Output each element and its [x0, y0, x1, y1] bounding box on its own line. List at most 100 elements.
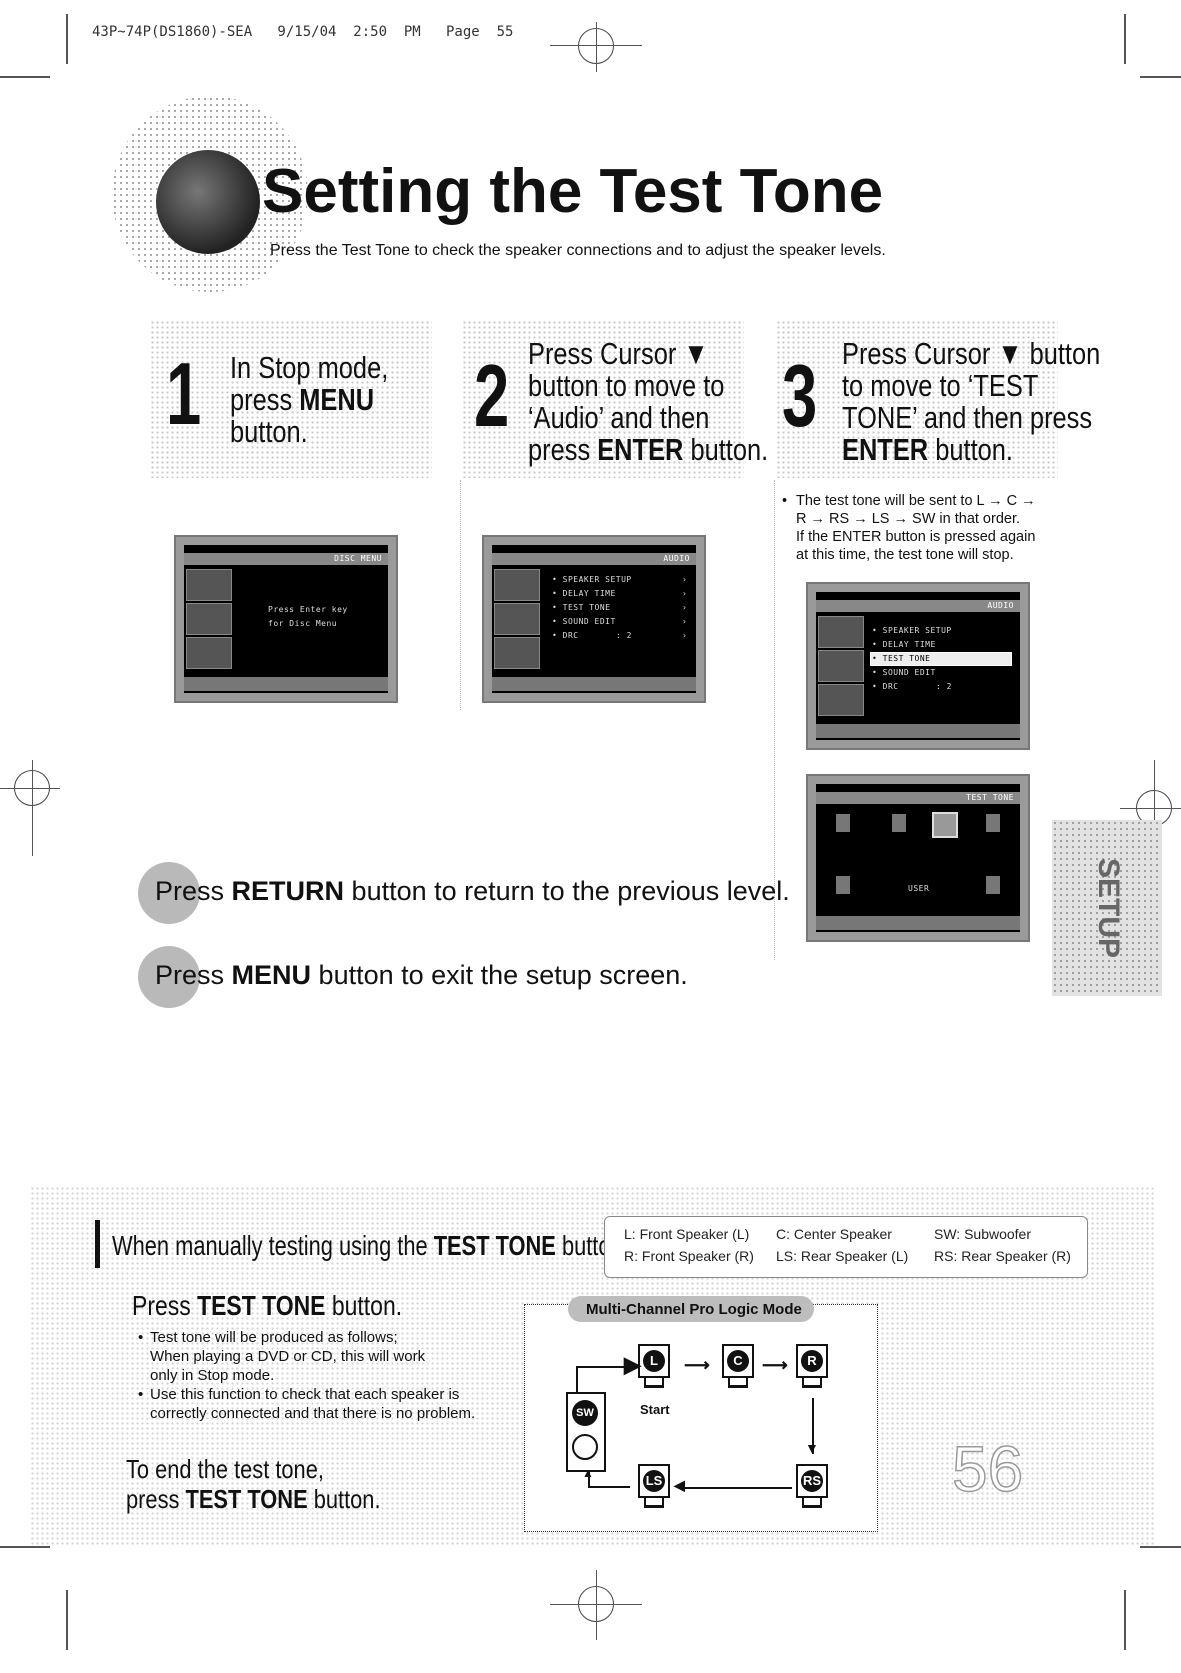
- arrow-line: [588, 1486, 630, 1488]
- end-keyword: TEST TONE: [185, 1484, 308, 1514]
- page-title: Setting the Test Tone: [262, 157, 884, 226]
- menu-item: • SOUND EDIT: [872, 668, 936, 677]
- menu-title-bar: [492, 553, 696, 565]
- bullet-line: correctly connected and that there is no…: [150, 1405, 476, 1422]
- step-text-line: button to move to: [528, 368, 725, 403]
- crop-mark: [1124, 14, 1126, 64]
- end-line: press TEST TONE button.: [126, 1484, 381, 1514]
- arrow-line: [576, 1366, 638, 1392]
- bullet-icon: •: [138, 1329, 144, 1346]
- crop-mark: [596, 1570, 597, 1640]
- speaker-icon: [836, 876, 850, 894]
- audio-tab-icon: [494, 637, 540, 669]
- intro-text: Press the Test Tone to check the speaker…: [270, 242, 886, 259]
- menu-keyword: MENU: [231, 960, 312, 990]
- press-bubble: [138, 946, 200, 1008]
- step-keyword: ENTER: [597, 432, 684, 467]
- press-suffix: ss: [197, 960, 232, 990]
- setup-tab-label: SETUP: [1092, 857, 1125, 959]
- step-number: 3: [782, 346, 818, 445]
- menu-title: DISC MENU: [334, 554, 382, 563]
- arrow-right-icon: ⟶: [762, 1355, 788, 1375]
- drc-value: : 2: [616, 631, 632, 640]
- crop-mark: [1120, 808, 1181, 809]
- bottom-heading: When manually testing using the TEST TON…: [112, 1230, 623, 1262]
- disc-tab-icon: [186, 569, 232, 601]
- menu-item: • DRC: [552, 631, 579, 640]
- heading-text: When manually testing using the: [112, 1230, 434, 1261]
- legend-item: R: Front Speaker (R): [624, 1248, 754, 1264]
- diagram-title-pill: [568, 1296, 814, 1322]
- step-text-line: button.: [683, 432, 769, 467]
- bullet-icon: •: [138, 1386, 144, 1403]
- step-text-line: button.: [928, 432, 1013, 467]
- step1-text: In Stop mode, press MENU button.: [230, 352, 388, 448]
- legend-item: RS: Rear Speaker (R): [934, 1248, 1071, 1264]
- column-divider: [460, 480, 462, 710]
- chevron-right-icon: ›: [682, 617, 688, 626]
- title-tab-icon: [494, 603, 540, 635]
- bullet-line: •Use this function to check that each sp…: [138, 1385, 475, 1404]
- step-number: 1: [166, 344, 202, 443]
- step-keyword: MENU: [299, 382, 375, 417]
- audio-tab-icon: [186, 637, 232, 669]
- arrow-line: [588, 1472, 590, 1488]
- menu-item: • DELAY TIME: [872, 640, 936, 649]
- crop-mark: [66, 14, 68, 64]
- chevron-right-icon: ›: [682, 631, 688, 640]
- menu-title-bar: [816, 600, 1020, 612]
- step1-panel: [150, 320, 432, 478]
- bullet-line: only in Stop mode.: [150, 1367, 275, 1384]
- crop-mark: [0, 1546, 50, 1548]
- speaker-ls-icon: LS: [638, 1464, 672, 1508]
- chevron-right-icon: ›: [682, 589, 688, 598]
- arrow-line: [812, 1398, 814, 1454]
- step-number: 2: [474, 346, 510, 445]
- heading-keyword: TEST TONE: [433, 1230, 556, 1261]
- menu-title: TEST TONE: [966, 793, 1014, 802]
- menu-status-bar: [816, 916, 1020, 930]
- tv-screen: TEST TONE USER: [816, 784, 1020, 932]
- menu-title: AUDIO: [663, 554, 690, 563]
- bullet-text: Test tone will be produced as follows;: [150, 1329, 398, 1346]
- arrow-down-icon: ▼: [805, 1440, 819, 1456]
- speaker-icon: [986, 876, 1000, 894]
- user-label: USER: [908, 884, 930, 893]
- speaker-r-icon: R: [796, 1344, 830, 1388]
- crop-mark: [32, 760, 33, 856]
- menu-status-bar: [184, 677, 388, 691]
- return-keyword: RETURN: [231, 876, 345, 906]
- bullet-line: When playing a DVD or CD, this will work: [150, 1348, 426, 1365]
- bullet-line: • Test tone will be produced as follows;: [138, 1328, 475, 1347]
- audio-tab-icon: [818, 684, 864, 716]
- subwoofer-cone-icon: [572, 1434, 598, 1460]
- highlight-box: [870, 652, 1012, 666]
- menu-item: • TEST TONE: [552, 603, 611, 612]
- test-tone-select-screenshot: AUDIO • SPEAKER SETUP • DELAY TIME • TES…: [806, 582, 1030, 750]
- start-label: Start: [640, 1402, 670, 1417]
- note-line: R → RS → LS → SW in that order.: [796, 511, 1021, 527]
- speaker-rs-icon: RS: [796, 1464, 830, 1508]
- bullet-icon: •: [782, 493, 788, 509]
- menu-item: • DRC: [872, 682, 899, 691]
- crop-mark: [1140, 1546, 1181, 1548]
- print-header: 43P~74P(DS1860)-SEA 9/15/04 2:50 PM Page…: [92, 24, 514, 40]
- crop-mark: [596, 22, 597, 72]
- diagram-title: Multi-Channel Pro Logic Mode: [586, 1301, 802, 1318]
- speaker-l-icon: L: [638, 1344, 672, 1388]
- arrow-right-icon: ▶: [624, 1352, 641, 1377]
- step-text-line: button.: [230, 414, 308, 449]
- test-tone-screenshot: TEST TONE USER: [806, 774, 1030, 942]
- speaker-legend: [604, 1216, 1088, 1278]
- step-text-line: press: [230, 382, 300, 417]
- disc-tab-icon: [494, 569, 540, 601]
- crop-mark: [0, 788, 60, 789]
- crop-mark: [1154, 760, 1155, 856]
- test-tone-bullets: •Test tone will be produced as follows; …: [138, 1328, 476, 1423]
- speaker-icon: [986, 814, 1000, 832]
- chevron-right-icon: ›: [682, 575, 688, 584]
- tv-screen: AUDIO • SPEAKER SETUP • DELAY TIME • TES…: [492, 545, 696, 693]
- subwoofer-icon: [932, 812, 958, 838]
- step3-panel: [776, 320, 1058, 478]
- step2-text: Press Cursor ▼ button to move to ‘Audio’…: [528, 338, 768, 466]
